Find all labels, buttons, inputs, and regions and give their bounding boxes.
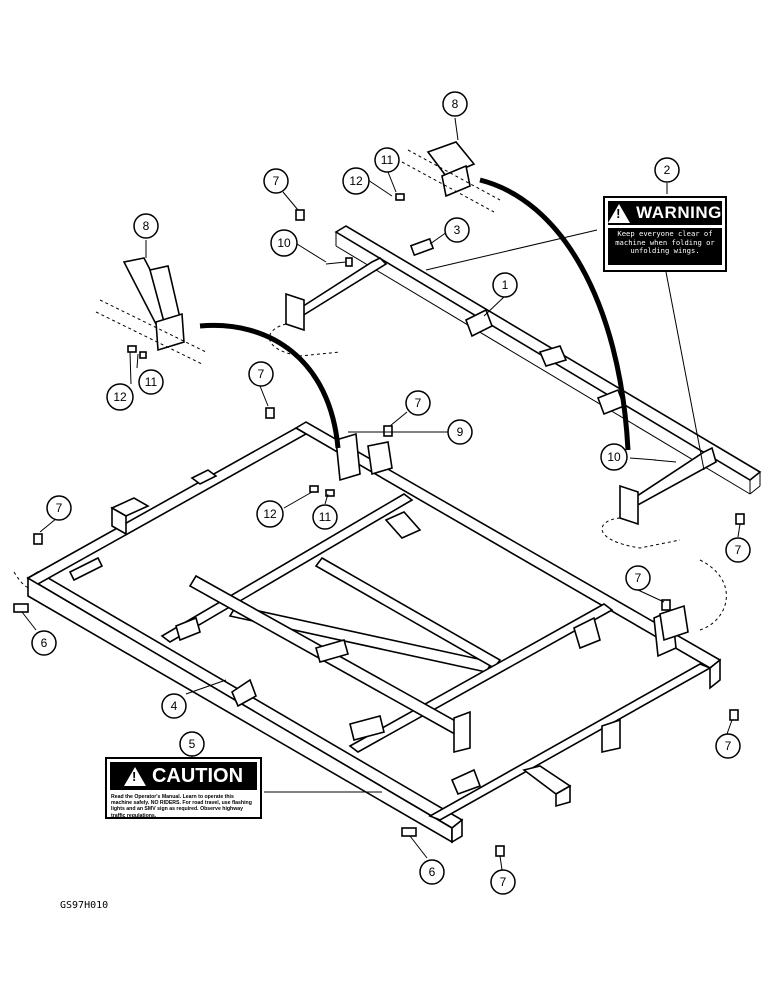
caution-text: Read the Operator's Manual. Learn to ope… — [111, 794, 252, 819]
svg-text:11: 11 — [319, 510, 332, 524]
svg-text:4: 4 — [171, 699, 178, 713]
hinge-arm-upper — [401, 141, 501, 213]
caution-heading: ! CAUTION — [110, 762, 257, 790]
hinge-arm-left — [95, 257, 207, 365]
callout-7d: 7 — [46, 495, 72, 521]
warning-heading: ! WARNING — [608, 201, 722, 225]
warning-decal: ! WARNING Keep everyone clear of machine… — [603, 196, 727, 272]
svg-text:1: 1 — [502, 278, 509, 292]
callout-6b: 6 — [419, 859, 445, 885]
callouts: 1 2 3 4 5 6 6 7 7 7 7 7 7 7 7 8 8 9 10 1… — [31, 91, 751, 895]
callout-7a: 7 — [263, 168, 289, 194]
callout-7c: 7 — [405, 390, 431, 416]
hardware — [13, 193, 745, 857]
svg-text:7: 7 — [725, 739, 732, 753]
svg-text:7: 7 — [635, 571, 642, 585]
svg-text:7: 7 — [500, 875, 507, 889]
callout-11a: 11 — [374, 147, 400, 173]
svg-text:7: 7 — [273, 174, 280, 188]
svg-text:8: 8 — [143, 219, 150, 233]
svg-text:9: 9 — [457, 425, 464, 439]
svg-text:7: 7 — [56, 501, 63, 515]
fold-arc-left — [199, 322, 341, 449]
callout-11c: 11 — [312, 504, 338, 530]
svg-text:10: 10 — [277, 236, 291, 250]
svg-text:7: 7 — [735, 543, 742, 557]
svg-text:8: 8 — [452, 97, 459, 111]
caution-heading-text: CAUTION — [151, 764, 244, 787]
callout-12b: 12 — [106, 383, 134, 411]
callout-8b: 8 — [133, 213, 159, 239]
rear-frame-1 — [269, 225, 762, 549]
svg-text:5: 5 — [189, 737, 196, 751]
callout-12c: 12 — [256, 500, 284, 528]
svg-text:12: 12 — [349, 174, 363, 188]
svg-text:12: 12 — [113, 390, 127, 404]
callout-7h: 7 — [490, 869, 516, 895]
callout-10a: 10 — [270, 229, 298, 257]
callout-7e: 7 — [725, 537, 751, 563]
svg-text:6: 6 — [429, 865, 436, 879]
warning-heading-text: WARNING — [636, 203, 722, 222]
svg-text:10: 10 — [607, 450, 621, 464]
callout-3: 3 — [444, 217, 470, 243]
callout-5: 5 — [179, 731, 205, 757]
callout-10b: 10 — [600, 443, 628, 471]
svg-text:7: 7 — [415, 396, 422, 410]
main-frame-4 — [13, 421, 727, 844]
caution-decal: ! CAUTION Read the Operator's Manual. Le… — [105, 757, 262, 819]
figure-code: GS97H010 — [60, 900, 109, 911]
svg-text:3: 3 — [454, 223, 461, 237]
svg-text:11: 11 — [145, 375, 158, 389]
callout-4: 4 — [161, 693, 187, 719]
callout-2: 2 — [654, 157, 680, 183]
callout-11b: 11 — [138, 369, 164, 395]
callout-9: 9 — [447, 419, 473, 445]
callout-7g: 7 — [715, 733, 741, 759]
warning-triangle-icon: ! — [608, 203, 631, 223]
callout-8a: 8 — [442, 91, 468, 117]
svg-text:12: 12 — [263, 507, 277, 521]
fold-arc-upper — [479, 177, 631, 451]
callout-7b: 7 — [248, 361, 274, 387]
callout-6a: 6 — [31, 630, 57, 656]
svg-text:6: 6 — [41, 636, 48, 650]
callout-1: 1 — [492, 272, 518, 298]
leader-lines — [21, 117, 741, 871]
callout-12a: 12 — [342, 167, 370, 195]
caution-triangle-icon: ! — [123, 766, 146, 786]
callout-7f: 7 — [625, 565, 651, 591]
warning-text: Keep everyone clear of machine when fold… — [608, 228, 722, 265]
svg-text:2: 2 — [664, 163, 671, 177]
svg-text:7: 7 — [258, 367, 265, 381]
svg-text:11: 11 — [381, 153, 394, 167]
